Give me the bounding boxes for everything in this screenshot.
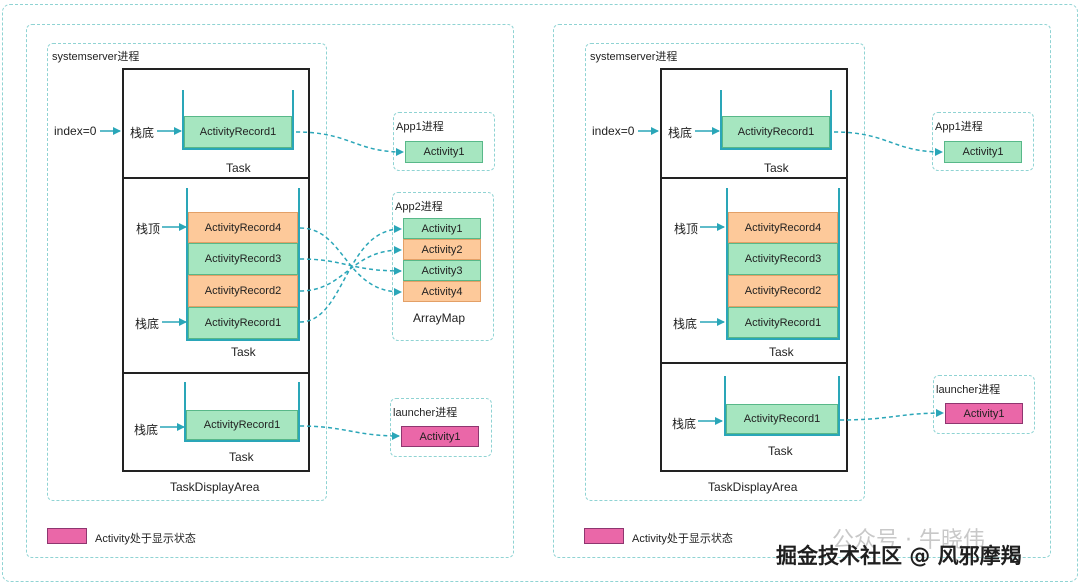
link-record-to-activity (295, 131, 404, 156)
task-label: Task (768, 444, 793, 458)
launcher-process-label: launcher进程 (936, 384, 1001, 396)
task-stack (182, 90, 294, 150)
activity-record: ActivityRecord1 (184, 116, 292, 148)
launcher-process-box (933, 375, 1035, 434)
index-label: index=0 (54, 124, 97, 138)
stack-bottom-label: 栈底 (135, 317, 160, 331)
legend-label: Activity处于显示状态 (95, 533, 196, 545)
activity-record: ActivityRecord3 (188, 243, 298, 275)
legend-label: Activity处于显示状态 (632, 533, 733, 545)
right-panel (553, 24, 1051, 558)
activity-record: ActivityRecord1 (722, 116, 830, 148)
app1-activity: Activity1 (405, 141, 483, 163)
systemserver-process-box (585, 43, 865, 501)
app1-process-label: App1进程 (396, 121, 444, 133)
index-label: index=0 (592, 124, 635, 138)
outer-frame (2, 4, 1078, 582)
task-label: Task (229, 450, 254, 464)
launcher-process-label: launcher进程 (393, 407, 458, 419)
stack-top-label: 栈顶 (136, 222, 161, 236)
task-stack (720, 90, 832, 150)
app2-activity: Activity1 (403, 218, 481, 239)
stack-top-label: 栈顶 (674, 222, 699, 236)
legend-swatch (584, 528, 624, 544)
app2-activity: Activity2 (403, 239, 481, 260)
launcher-activity: Activity1 (945, 403, 1023, 424)
activity-record: ActivityRecord1 (726, 404, 838, 434)
task-label: Task (226, 161, 251, 175)
task-divider (122, 177, 310, 179)
systemserver-process-label: systemserver进程 (52, 51, 140, 63)
activity-record: ActivityRecord2 (188, 275, 298, 307)
watermark-text: 掘金技术社区 @ 风邪摩羯 (776, 544, 1022, 568)
stack-bottom-label: 栈底 (668, 126, 693, 140)
task-divider (660, 362, 848, 364)
app2-activity: Activity4 (403, 281, 481, 302)
activity-record: ActivityRecord4 (188, 212, 298, 243)
task-divider (122, 372, 310, 374)
stack-bottom-label: 栈底 (134, 423, 159, 437)
activity-record: ActivityRecord1 (188, 307, 298, 339)
task-display-area-label: TaskDisplayArea (170, 480, 260, 494)
link-record-to-activity (299, 425, 400, 440)
app1-process-label: App1进程 (935, 121, 983, 133)
app2-activity: Activity3 (403, 260, 481, 281)
activity-record: ActivityRecord3 (728, 243, 838, 275)
task-label: Task (769, 345, 794, 359)
link-record-to-activity (839, 409, 944, 421)
stack-bottom-label: 栈底 (130, 126, 155, 140)
app1-activity: Activity1 (944, 141, 1022, 163)
task-label: Task (231, 345, 256, 359)
systemserver-process-box (47, 43, 327, 501)
legend-swatch (47, 528, 87, 544)
systemserver-process-label: systemserver进程 (590, 51, 678, 63)
link-record-to-activity (299, 225, 402, 323)
activity-record: ActivityRecord1 (728, 307, 838, 338)
link-record-to-activity (299, 227, 402, 296)
task-display-area-label: TaskDisplayArea (708, 480, 798, 494)
app1-process-box (932, 112, 1034, 171)
launcher-process-box (390, 398, 492, 457)
app1-process-box (393, 112, 495, 171)
stack-bottom-label: 栈底 (672, 417, 697, 431)
task-stack (184, 382, 300, 442)
array-map-label: ArrayMap (413, 311, 466, 325)
task-stack (186, 188, 300, 341)
task-divider (660, 177, 848, 179)
task-stack (724, 376, 840, 436)
link-record-to-activity (299, 258, 402, 275)
activity-record: ActivityRecord1 (186, 410, 298, 440)
activity-record: ActivityRecord2 (728, 275, 838, 307)
task-label: Task (764, 161, 789, 175)
app2-process-label: App2进程 (395, 201, 443, 213)
app2-process-box (392, 192, 494, 341)
link-record-to-activity (833, 131, 943, 156)
stack-bottom-label: 栈底 (673, 317, 698, 331)
left-panel (26, 24, 514, 558)
launcher-activity: Activity1 (401, 426, 479, 447)
watermark-faint-text: 公众号 · 牛晓伟 (832, 528, 985, 553)
task-stack (726, 188, 840, 340)
activity-record: ActivityRecord4 (728, 212, 838, 243)
